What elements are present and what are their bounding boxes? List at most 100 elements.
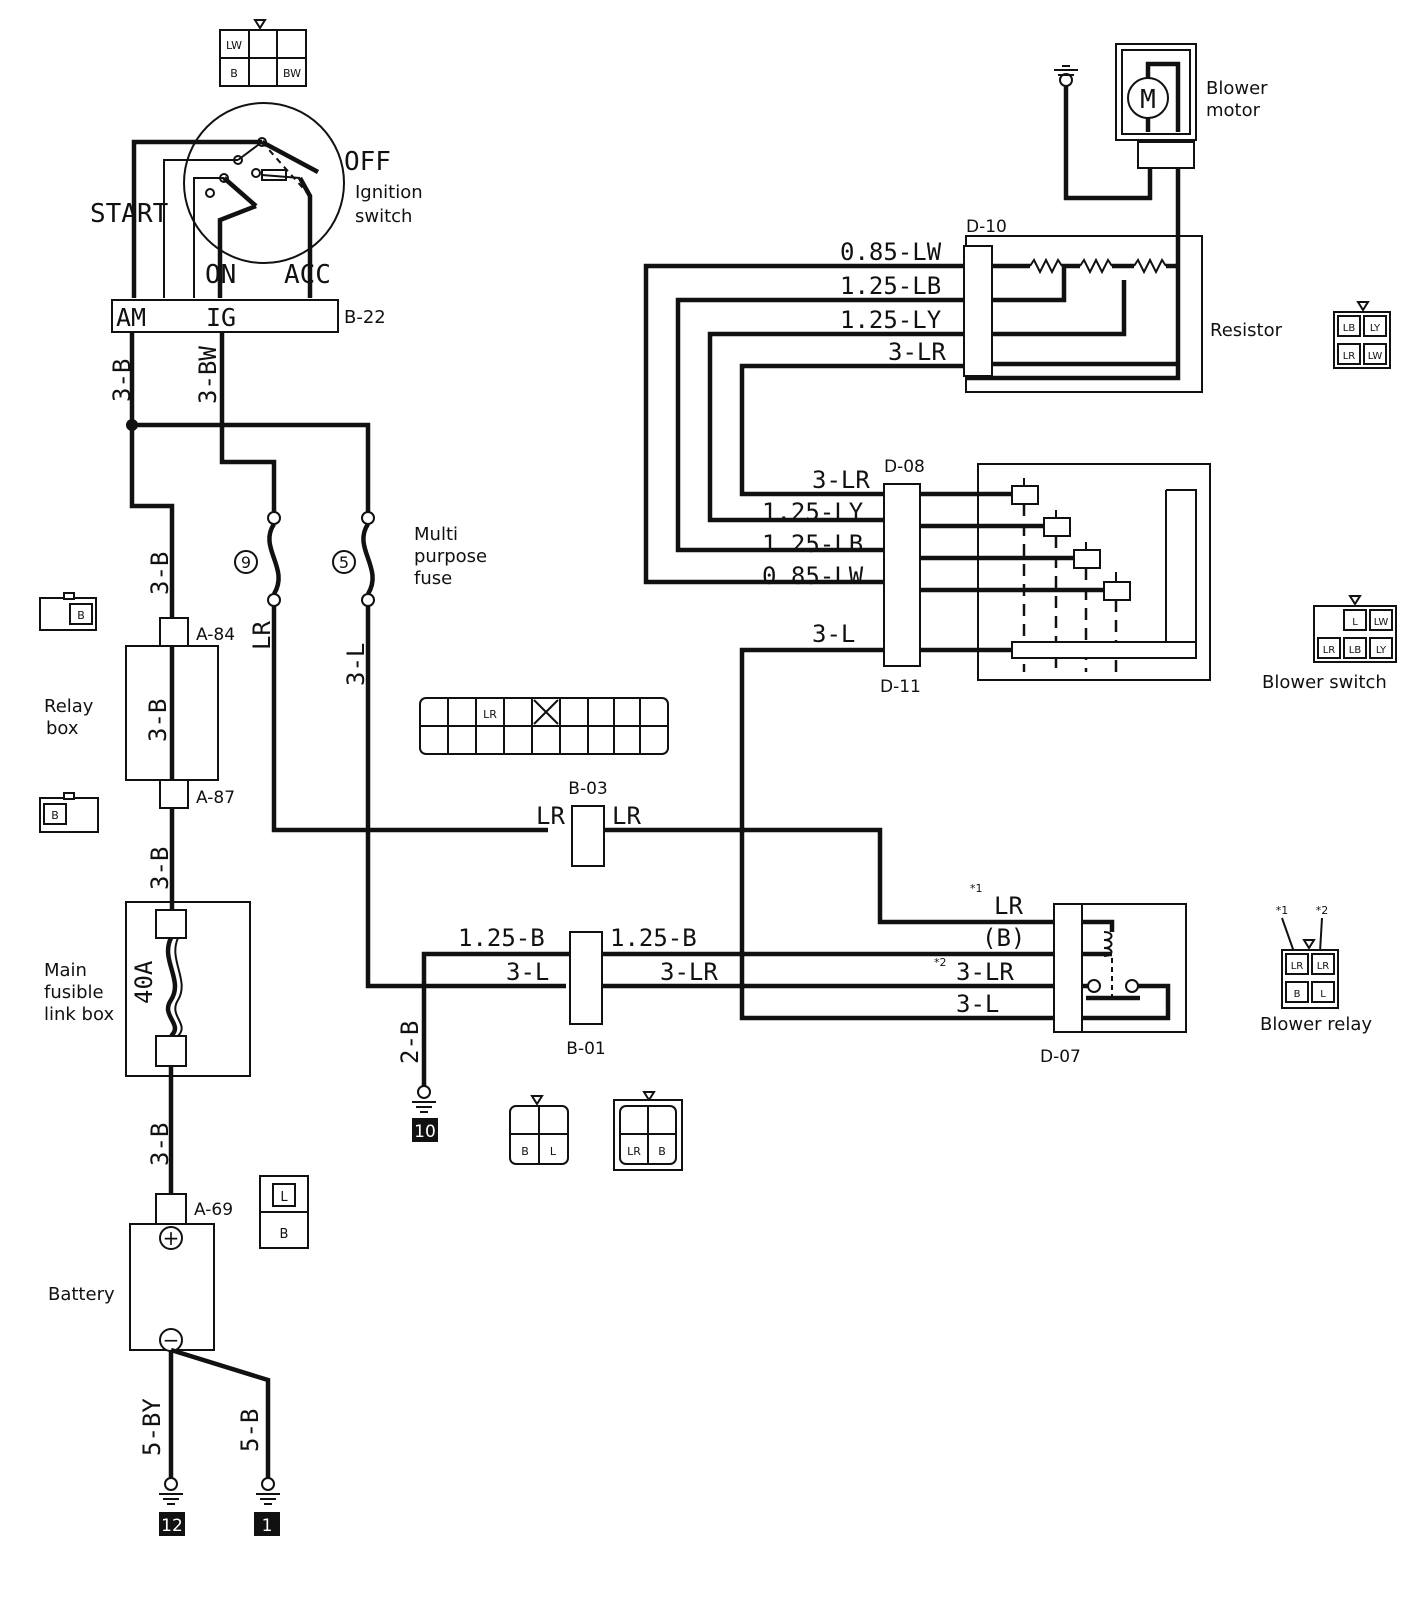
ig-terminal: IG bbox=[206, 303, 236, 332]
note-label: *2 bbox=[1316, 904, 1329, 917]
pin-label: LY bbox=[1370, 323, 1381, 334]
off-label: OFF bbox=[344, 147, 391, 177]
pin-label: LB bbox=[1349, 645, 1362, 656]
start-label: START bbox=[90, 199, 169, 229]
wire-label: 1.25-B bbox=[458, 924, 545, 952]
wire-label: 0.85-LW bbox=[762, 562, 864, 590]
fuse-5: 5 bbox=[332, 511, 375, 607]
pin-label: LR bbox=[627, 1145, 641, 1158]
b03-connector-face: LR bbox=[419, 697, 669, 755]
resistor-connector-face: LB LY LR LW bbox=[1333, 301, 1391, 369]
ignition-switch-circle bbox=[183, 102, 345, 264]
wire-label: (B) bbox=[982, 924, 1025, 952]
note-label: *2 bbox=[934, 956, 947, 969]
connector-id: A-69 bbox=[194, 1200, 233, 1220]
motor-symbol: M bbox=[1140, 85, 1156, 115]
center-connectors: LR B-03 LR LR B-01 1.25-B 1.25-B 3-L 3-L… bbox=[396, 697, 1054, 1171]
ground-number: 12 bbox=[161, 1516, 183, 1536]
d08-connector bbox=[883, 483, 921, 667]
mpf-label-1: Multi bbox=[414, 524, 458, 545]
wire-label: LR bbox=[612, 802, 641, 830]
pin-label: L bbox=[550, 1145, 557, 1158]
connector-id: A-87 bbox=[196, 788, 235, 808]
resistor-label: Resistor bbox=[1210, 320, 1283, 341]
pin-label: LR bbox=[1291, 961, 1304, 972]
d07-connector bbox=[1053, 903, 1083, 1033]
link-box-label-2: fusible bbox=[44, 982, 104, 1003]
b01-connector bbox=[569, 931, 603, 1025]
wire-label: LR bbox=[536, 802, 565, 830]
wire-label: 1.25-LB bbox=[762, 530, 863, 558]
link-box-label-3: link box bbox=[44, 1004, 114, 1025]
blower-switch-label: Blower switch bbox=[1262, 672, 1387, 693]
ground-10: 10 bbox=[412, 1085, 438, 1142]
connector-id: D-07 bbox=[1040, 1047, 1081, 1067]
fuse-number: 5 bbox=[339, 553, 349, 572]
d10-connector bbox=[963, 245, 993, 377]
relay-box: A-84 3-B A-87 Relay box B B bbox=[39, 592, 235, 833]
wire-label: 3-B bbox=[144, 699, 172, 742]
ground-number: 1 bbox=[262, 1516, 273, 1536]
wire-label: 3-L bbox=[506, 958, 549, 986]
pin-label: L bbox=[1320, 989, 1326, 1000]
wire-label: 5-BY bbox=[138, 1398, 166, 1456]
blower-relay-label: Blower relay bbox=[1260, 1014, 1372, 1035]
wire-label: 3-L bbox=[342, 643, 370, 686]
wire-label: 3-BW bbox=[194, 346, 222, 404]
blower-relay-connector-face: *1 *2 LR LR B L bbox=[1276, 904, 1339, 1009]
note-label: *1 bbox=[970, 882, 983, 895]
link-box-label-1: Main bbox=[44, 960, 87, 981]
pin-label: B bbox=[230, 67, 238, 80]
pin-label: L bbox=[280, 1190, 288, 1205]
blower-motor: M Blower motor bbox=[966, 43, 1268, 381]
on-label: ON bbox=[205, 260, 236, 290]
wire-label: 3-B bbox=[146, 847, 174, 890]
power-chain: 3-B 3-BW 3-B 9 5 Multi purpose fuse LR 3… bbox=[39, 332, 566, 1536]
ground-1: 1 bbox=[254, 1477, 280, 1536]
main-fusible-link-box: 40A Main fusible link box bbox=[44, 901, 251, 1077]
pin-label: LY bbox=[1376, 645, 1387, 656]
ignition-connector-face: LW B BW bbox=[219, 19, 307, 87]
wire-label: 5-B bbox=[236, 1409, 264, 1452]
relay-box-label-1: Relay bbox=[44, 696, 94, 717]
wire-label: 3-L bbox=[812, 620, 855, 648]
connector-id: B-01 bbox=[566, 1039, 605, 1059]
blower-switch-connector-face: L LW LR LB LY bbox=[1313, 595, 1397, 663]
connector-id: D-11 bbox=[880, 677, 921, 697]
pin-label: L bbox=[1352, 617, 1358, 628]
blower-motor-label-2: motor bbox=[1206, 100, 1261, 121]
wire-label: 0.85-LW bbox=[840, 238, 942, 266]
wire-label: 3-B bbox=[146, 552, 174, 595]
wire-label: 3-B bbox=[108, 359, 136, 402]
pin-label: B bbox=[521, 1145, 529, 1158]
wire-label: 1.25-LY bbox=[840, 306, 942, 334]
wire-label: 3-LR bbox=[812, 466, 870, 494]
b03-connector bbox=[571, 805, 605, 867]
wire-label: 3-LR bbox=[888, 338, 946, 366]
pin-label: LR bbox=[1323, 645, 1336, 656]
connector-id: B-03 bbox=[568, 779, 607, 799]
note-label: *1 bbox=[1276, 904, 1289, 917]
am-terminal: AM bbox=[116, 303, 146, 332]
pin-label: LR bbox=[483, 708, 497, 721]
resistor: D-10 Resistor 0.85-LW 1.25-LB 1.25-LY 3-… bbox=[643, 217, 1391, 585]
b01-connector-face-right: LR B bbox=[613, 1091, 683, 1171]
connector-id: D-10 bbox=[966, 217, 1007, 237]
blower-relay: D-07 LR (B) 3-LR 3-L *1 *2 Blower relay … bbox=[934, 882, 1372, 1067]
ignition-switch: LW B BW START OFF ON ACC Ignition switch… bbox=[90, 19, 423, 333]
ignition-label-1: Ignition bbox=[355, 182, 423, 203]
wire-label: LR bbox=[248, 621, 276, 650]
ignition-label-2: switch bbox=[355, 206, 412, 227]
minus-symbol: − bbox=[163, 1328, 180, 1352]
pin-label: B bbox=[658, 1145, 666, 1158]
fuse-number: 9 bbox=[241, 553, 251, 572]
pin-label: LR bbox=[1317, 961, 1330, 972]
wire-label: 3-B bbox=[146, 1123, 174, 1166]
wire-label: 1.25-LY bbox=[762, 498, 864, 526]
connector-id: B-22 bbox=[344, 307, 386, 328]
pin-label: LB bbox=[1343, 323, 1356, 334]
blower-switch: D-08 D-11 3-LR 1.25-LY 1.25-LB 0.85-LW 3… bbox=[739, 457, 1397, 1021]
mpf-label-2: purpose bbox=[414, 546, 487, 567]
wire-label: 3-LR bbox=[956, 958, 1014, 986]
